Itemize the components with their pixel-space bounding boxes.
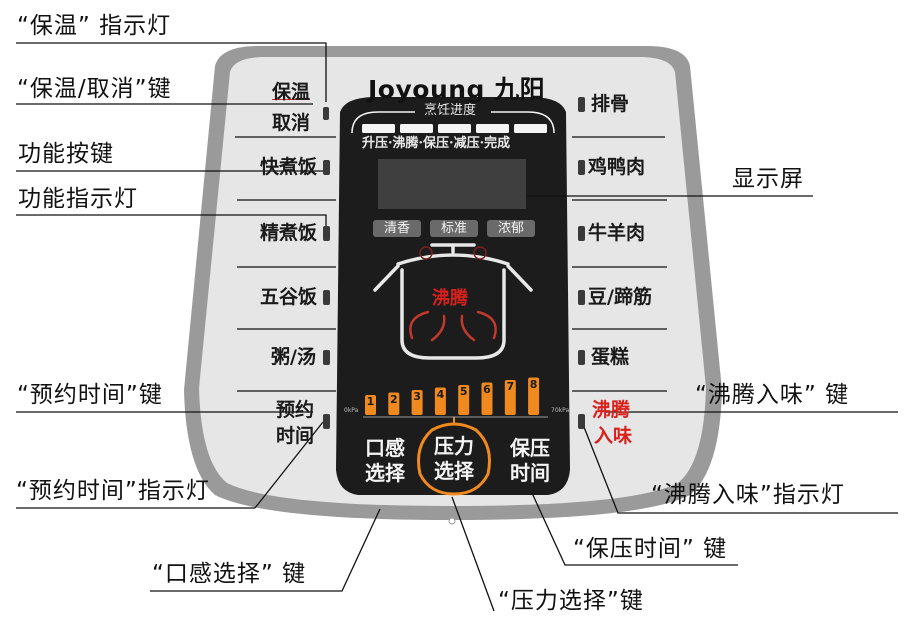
callout-function-keys: 功能按键 — [18, 141, 114, 167]
pressure-level-6: 6 — [483, 382, 491, 396]
boil-indicator-light — [578, 414, 585, 429]
schedule-button-line1[interactable]: 预约 — [276, 399, 315, 421]
pressure-level-8: 8 — [529, 377, 538, 391]
boil-button-line2[interactable]: 入味 — [594, 425, 633, 447]
schedule-indicator-light — [323, 414, 330, 429]
pressure-level-2: 2 — [389, 392, 398, 406]
cancel-button[interactable]: 取消 — [272, 112, 311, 134]
brand-en: Joyoung — [368, 75, 485, 104]
porridge-soup-button[interactable]: 粥/汤 — [271, 346, 316, 368]
hold-time-line2: 时间 — [510, 461, 550, 485]
pressure-level-1: 1 — [366, 395, 375, 408]
hold-time-line1: 保压 — [510, 436, 550, 460]
pressure-bar-5 — [458, 385, 470, 415]
pressure-level-3: 3 — [413, 390, 421, 403]
taste-select-line2: 选择 — [365, 461, 405, 485]
callout-keep-warm-indicator: “保温” 指示灯 — [17, 13, 172, 39]
pressure-level-4: 4 — [436, 387, 445, 401]
pot-graphic — [373, 243, 533, 360]
callout-taste-key: “口感选择” 键 — [152, 561, 307, 587]
progress-stages: 升压·沸腾·保压·减压·完成 — [362, 136, 511, 151]
ribs-indicator-light — [578, 97, 585, 112]
quick-rice-button[interactable]: 快煮饭 — [260, 156, 318, 178]
lcd-screen — [378, 159, 526, 209]
pressure-select-button[interactable]: 压力 选择 — [429, 434, 479, 484]
keep-warm-button[interactable]: 保温 — [272, 81, 311, 103]
ribs-button[interactable]: 排骨 — [591, 93, 630, 115]
pot-status-text: 沸腾 — [432, 288, 468, 309]
taste-option-light: 清香 — [373, 220, 421, 237]
beef-lamb-button[interactable]: 牛羊肉 — [588, 222, 646, 244]
beans-tendon-button[interactable]: 豆/蹄筋 — [588, 286, 652, 308]
beans-indicator-light — [578, 290, 585, 305]
poultry-indicator-light — [578, 160, 585, 175]
pressure-bar-7 — [504, 380, 516, 415]
callout-schedule-indicator: “预约时间”指示灯 — [16, 478, 210, 504]
pressure-bar-2 — [388, 392, 400, 415]
pressure-select-line2: 选择 — [434, 459, 474, 483]
fine-rice-indicator-light — [323, 226, 330, 241]
taste-option-rich: 浓郁 — [487, 220, 535, 237]
taste-select-line1: 口感 — [365, 436, 405, 460]
pressure-select-line1: 压力 — [434, 434, 474, 458]
callout-hold-time-key: “保压时间” 键 — [573, 536, 728, 562]
pressure-scale-max: 70kPa — [551, 407, 570, 414]
pressure-select-ring — [417, 422, 491, 496]
fine-rice-button[interactable]: 精煮饭 — [260, 222, 318, 244]
callout-display: 显示屏 — [732, 166, 804, 192]
pressure-scale-min: 0kPa — [344, 407, 359, 414]
quick-rice-indicator-light — [323, 160, 330, 175]
callout-function-indicator: 功能指示灯 — [18, 186, 138, 212]
callout-boil-indicator: “沸腾入味”指示灯 — [651, 482, 845, 508]
pressure-level-5: 5 — [459, 385, 468, 398]
steam-swirls — [419, 246, 487, 260]
callout-keep-warm-cancel-key: “保温/取消”键 — [17, 76, 172, 102]
taste-option-standard: 标准 — [430, 220, 478, 237]
pressure-level-bars — [365, 377, 540, 415]
brand-cn: 九阳 — [494, 75, 546, 104]
pressure-level-7: 7 — [506, 380, 515, 393]
pressure-bar-4 — [434, 387, 446, 415]
grain-rice-indicator-light — [323, 290, 330, 305]
pressure-bar-8 — [528, 377, 540, 415]
boil-button-line1[interactable]: 沸腾 — [592, 399, 631, 421]
porridge-indicator-light — [323, 350, 330, 365]
pressure-bar-3 — [411, 390, 423, 415]
hold-time-button[interactable]: 保压 时间 — [505, 436, 555, 486]
keep-warm-indicator-light — [323, 107, 329, 120]
poultry-button[interactable]: 鸡鸭肉 — [588, 156, 646, 178]
cake-button[interactable]: 蛋糕 — [591, 346, 630, 368]
convection-arrows — [409, 310, 497, 342]
progress-segments — [351, 111, 555, 134]
progress-title: 烹饪进度 — [420, 104, 481, 117]
taste-select-button[interactable]: 口感 选择 — [360, 436, 410, 486]
pressure-bar-1 — [365, 395, 376, 415]
cake-indicator-light — [578, 350, 585, 365]
callout-schedule-key: “预约时间”键 — [17, 382, 163, 408]
schedule-button-line2[interactable]: 时间 — [276, 425, 315, 447]
brand-logo: Joyoung 九阳 — [368, 70, 545, 106]
callout-pressure-key: “压力选择”键 — [498, 588, 644, 614]
callout-boil-key: “沸腾入味” 键 — [695, 382, 850, 408]
beef-lamb-indicator-light — [578, 226, 585, 241]
pressure-bar-6 — [481, 382, 493, 415]
grain-rice-button[interactable]: 五谷饭 — [260, 286, 318, 308]
